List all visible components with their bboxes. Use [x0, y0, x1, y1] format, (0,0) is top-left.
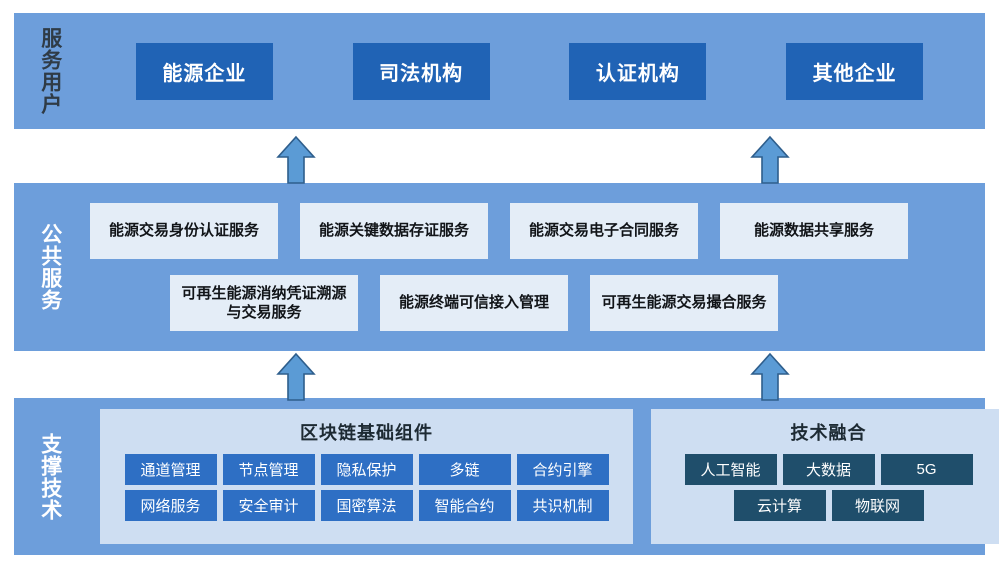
layer-supporting-technology: 支撑技术 区块链基础组件 通道管理 节点管理 隐私保护 多链 合约引擎 网络服务…	[14, 398, 999, 555]
fusion-chip-row-1: 人工智能 大数据 5G	[684, 454, 973, 485]
blockchain-chip[interactable]: 多链	[418, 454, 511, 485]
public-service-box[interactable]: 能源终端可信接入管理	[380, 275, 568, 331]
blockchain-chip[interactable]: 通道管理	[124, 454, 217, 485]
public-service-box[interactable]: 可再生能源消纳凭证溯源与交易服务	[170, 275, 358, 331]
layer-label-supporting-technology: 支撑技术	[38, 432, 62, 521]
blockchain-chip[interactable]: 隐私保护	[320, 454, 413, 485]
fusion-chip[interactable]: 人工智能	[684, 454, 777, 485]
service-user-box-group: 能源企业 司法机构 认证机构 其他企业	[86, 13, 985, 129]
arrow-up-icon	[750, 352, 790, 401]
blockchain-chip[interactable]: 节点管理	[222, 454, 315, 485]
arrow-up-icon	[276, 135, 316, 184]
blockchain-chip[interactable]: 网络服务	[124, 490, 217, 521]
fusion-chip-row-2: 云计算 物联网	[733, 490, 924, 521]
panel-title-fusion: 技术融合	[790, 423, 867, 443]
supporting-technology-panels: 区块链基础组件 通道管理 节点管理 隐私保护 多链 合约引擎 网络服务 安全审计…	[86, 398, 999, 555]
public-service-box[interactable]: 能源数据共享服务	[720, 203, 908, 259]
fusion-chip[interactable]: 物联网	[831, 490, 924, 521]
public-service-box[interactable]: 可再生能源交易撮合服务	[590, 275, 778, 331]
layer-service-users: 服务用户 能源企业 司法机构 认证机构 其他企业	[14, 13, 985, 129]
layer-label-public-services: 公共服务	[38, 223, 62, 311]
fusion-chip[interactable]: 大数据	[782, 454, 875, 485]
panel-technology-fusion: 技术融合 人工智能 大数据 5G 云计算 物联网	[651, 409, 999, 544]
public-service-row-1: 能源交易身份认证服务 能源关键数据存证服务 能源交易电子合同服务 能源数据共享服…	[90, 203, 971, 259]
panel-blockchain-components: 区块链基础组件 通道管理 节点管理 隐私保护 多链 合约引擎 网络服务 安全审计…	[100, 409, 633, 544]
blockchain-chip[interactable]: 合约引擎	[516, 454, 609, 485]
service-user-box[interactable]: 其他企业	[786, 42, 924, 100]
fusion-chip[interactable]: 云计算	[733, 490, 826, 521]
public-service-box[interactable]: 能源交易身份认证服务	[90, 203, 278, 259]
arrow-up-icon	[276, 352, 316, 401]
layer-label-service-users: 服务用户	[38, 27, 62, 115]
service-user-box[interactable]: 司法机构	[352, 42, 490, 100]
blockchain-chip[interactable]: 安全审计	[222, 490, 315, 521]
public-service-box[interactable]: 能源关键数据存证服务	[300, 203, 488, 259]
service-user-box[interactable]: 认证机构	[569, 42, 707, 100]
blockchain-chip-row-1: 通道管理 节点管理 隐私保护 多链 合约引擎	[124, 454, 609, 485]
public-service-row-2: 可再生能源消纳凭证溯源与交易服务 能源终端可信接入管理 可再生能源交易撮合服务	[90, 275, 971, 331]
blockchain-chip-row-2: 网络服务 安全审计 国密算法 智能合约 共识机制	[124, 490, 609, 521]
layer-public-services: 公共服务 能源交易身份认证服务 能源关键数据存证服务 能源交易电子合同服务 能源…	[14, 183, 985, 351]
arrow-up-icon	[750, 135, 790, 184]
blockchain-chip[interactable]: 共识机制	[516, 490, 609, 521]
blockchain-chip[interactable]: 智能合约	[418, 490, 511, 521]
blockchain-chip[interactable]: 国密算法	[320, 490, 413, 521]
fusion-chip[interactable]: 5G	[880, 454, 973, 485]
public-service-box-group: 能源交易身份认证服务 能源关键数据存证服务 能源交易电子合同服务 能源数据共享服…	[86, 183, 985, 351]
panel-title-blockchain: 区块链基础组件	[300, 423, 433, 443]
public-service-box[interactable]: 能源交易电子合同服务	[510, 203, 698, 259]
service-user-box[interactable]: 能源企业	[135, 42, 273, 100]
